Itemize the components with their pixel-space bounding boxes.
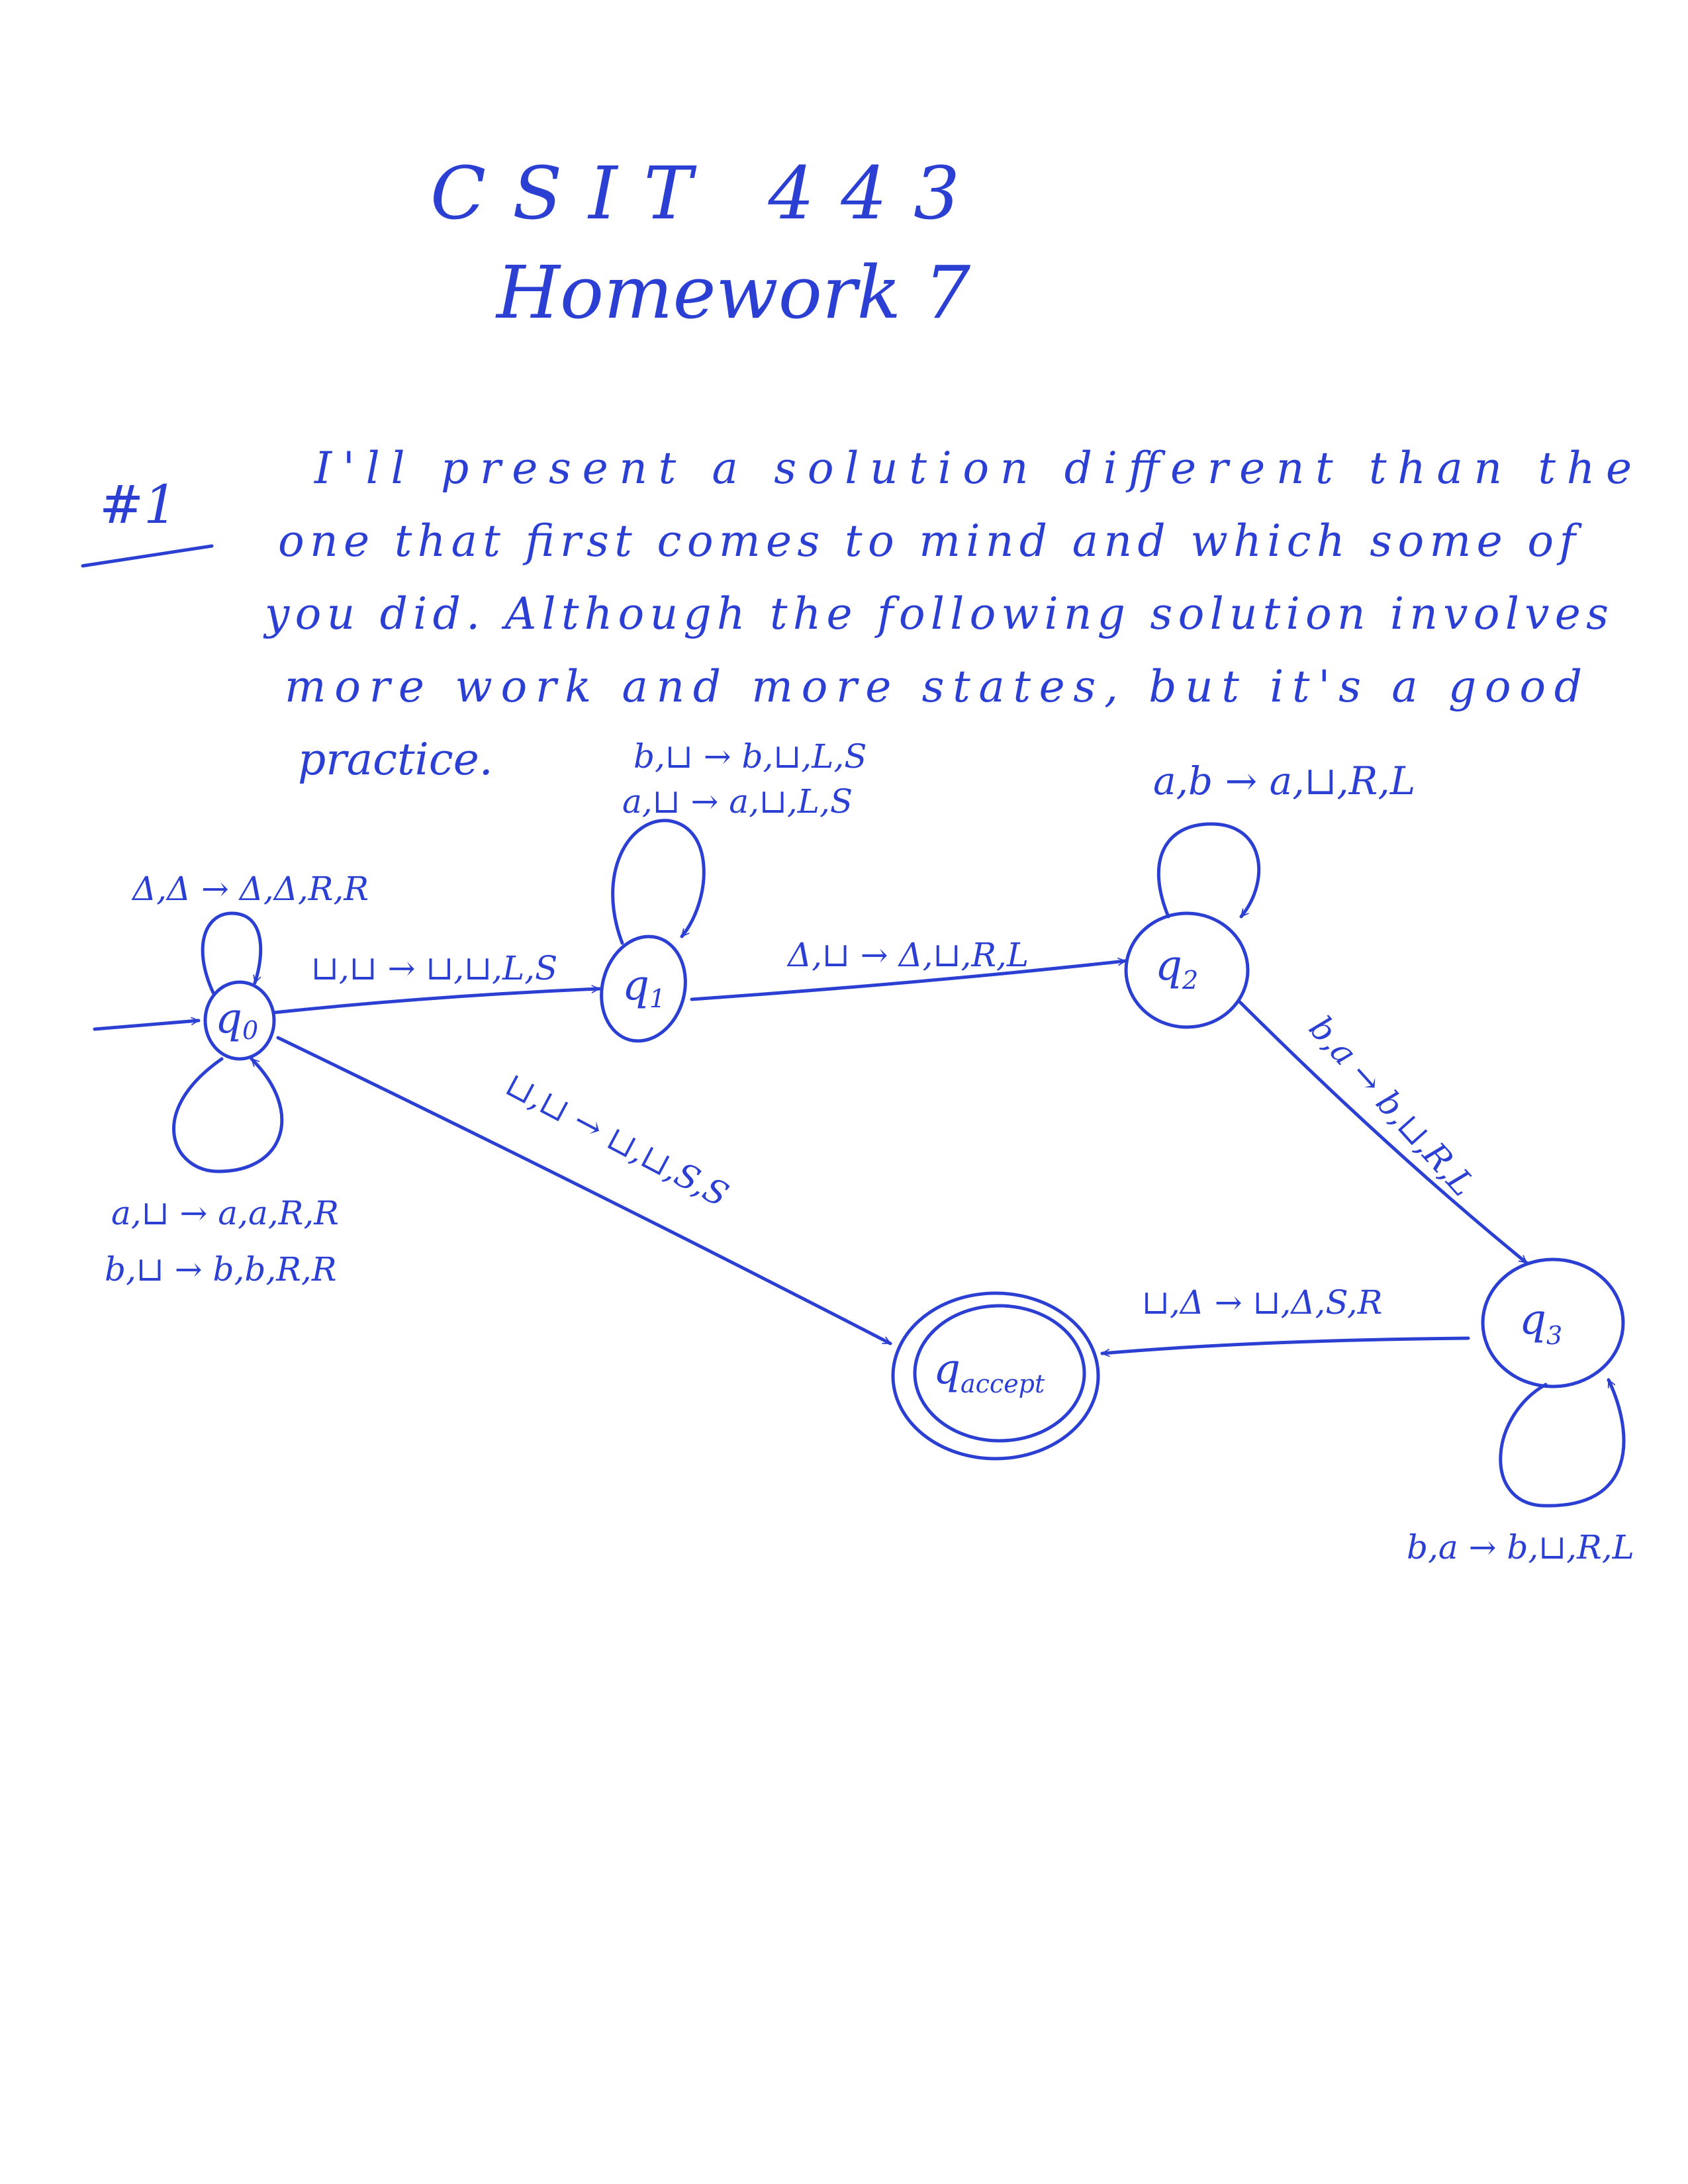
label-q0-qaccept: ⊔,⊔ → ⊔,⊔,S,S — [499, 1065, 734, 1214]
loop-q0-bottom — [172, 1057, 284, 1173]
svg-text:q0: q0 — [215, 994, 258, 1045]
edge-q2-q3 — [1238, 1000, 1528, 1265]
label-q0-q1: ⊔,⊔ → ⊔,⊔,L,S — [311, 949, 557, 987]
svg-text:q1: q1 — [622, 961, 665, 1013]
start-arrow — [93, 1021, 201, 1031]
svg-text:q2: q2 — [1155, 941, 1198, 995]
label-q2-self: a,b → a,⊔,R,L — [1153, 758, 1415, 803]
label-q3-qaccept: ⊔,Δ → ⊔,Δ,S,R — [1142, 1283, 1382, 1322]
loop-q2 — [1156, 822, 1261, 919]
state-qaccept: qaccept — [891, 1291, 1100, 1461]
state-q1: q1 — [600, 934, 687, 1043]
svg-text:qaccept: qaccept — [933, 1345, 1045, 1398]
label-q1-q2: Δ,⊔ → Δ,⊔,R,L — [786, 936, 1029, 974]
paragraph-line-2: one that first comes to mind and which s… — [278, 516, 1583, 567]
label-q1-self-1: b,⊔ → b,⊔,L,S — [633, 737, 867, 776]
edge-q3-qaccept — [1100, 1336, 1470, 1353]
state-q3: q3 — [1481, 1257, 1625, 1388]
assignment-title: Homework 7 — [495, 250, 970, 335]
course-title: CSIT 443 — [430, 151, 960, 236]
loop-q0-top — [201, 911, 263, 995]
label-q0-self-bottom-2: b,⊔ → b,b,R,R — [105, 1250, 336, 1289]
edge-q0-q1 — [272, 989, 601, 1015]
problem-number-underline — [81, 544, 214, 568]
paragraph-line-1: I'll present a solution different than t… — [314, 443, 1632, 494]
label-q2-q3: b,a → b,⊔,R,L — [1301, 1009, 1482, 1203]
label-q0-self-top: Δ,Δ → Δ,Δ,R,R — [131, 870, 369, 908]
paragraph-line-4: more work and more states, but it's a go… — [285, 661, 1582, 712]
svg-text:q3: q3 — [1519, 1295, 1562, 1350]
edge-q0-qaccept — [276, 1036, 892, 1345]
problem-number: #1 — [99, 474, 177, 535]
state-q2: q2 — [1124, 911, 1250, 1029]
state-q0: q0 — [203, 980, 276, 1061]
paragraph-line-3: you did. Although the following solution… — [263, 588, 1609, 639]
label-q0-self-bottom-1: a,⊔ → a,a,R,R — [111, 1194, 339, 1232]
edge-q1-q2 — [690, 961, 1127, 1001]
loop-q3 — [1499, 1378, 1626, 1508]
paragraph-line-5: practice. — [298, 734, 493, 785]
loop-q1 — [611, 819, 706, 945]
label-q3-self: b,a → b,⊔,R,L — [1407, 1528, 1634, 1567]
label-q1-self-2: a,⊔ → a,⊔,L,S — [622, 782, 853, 821]
